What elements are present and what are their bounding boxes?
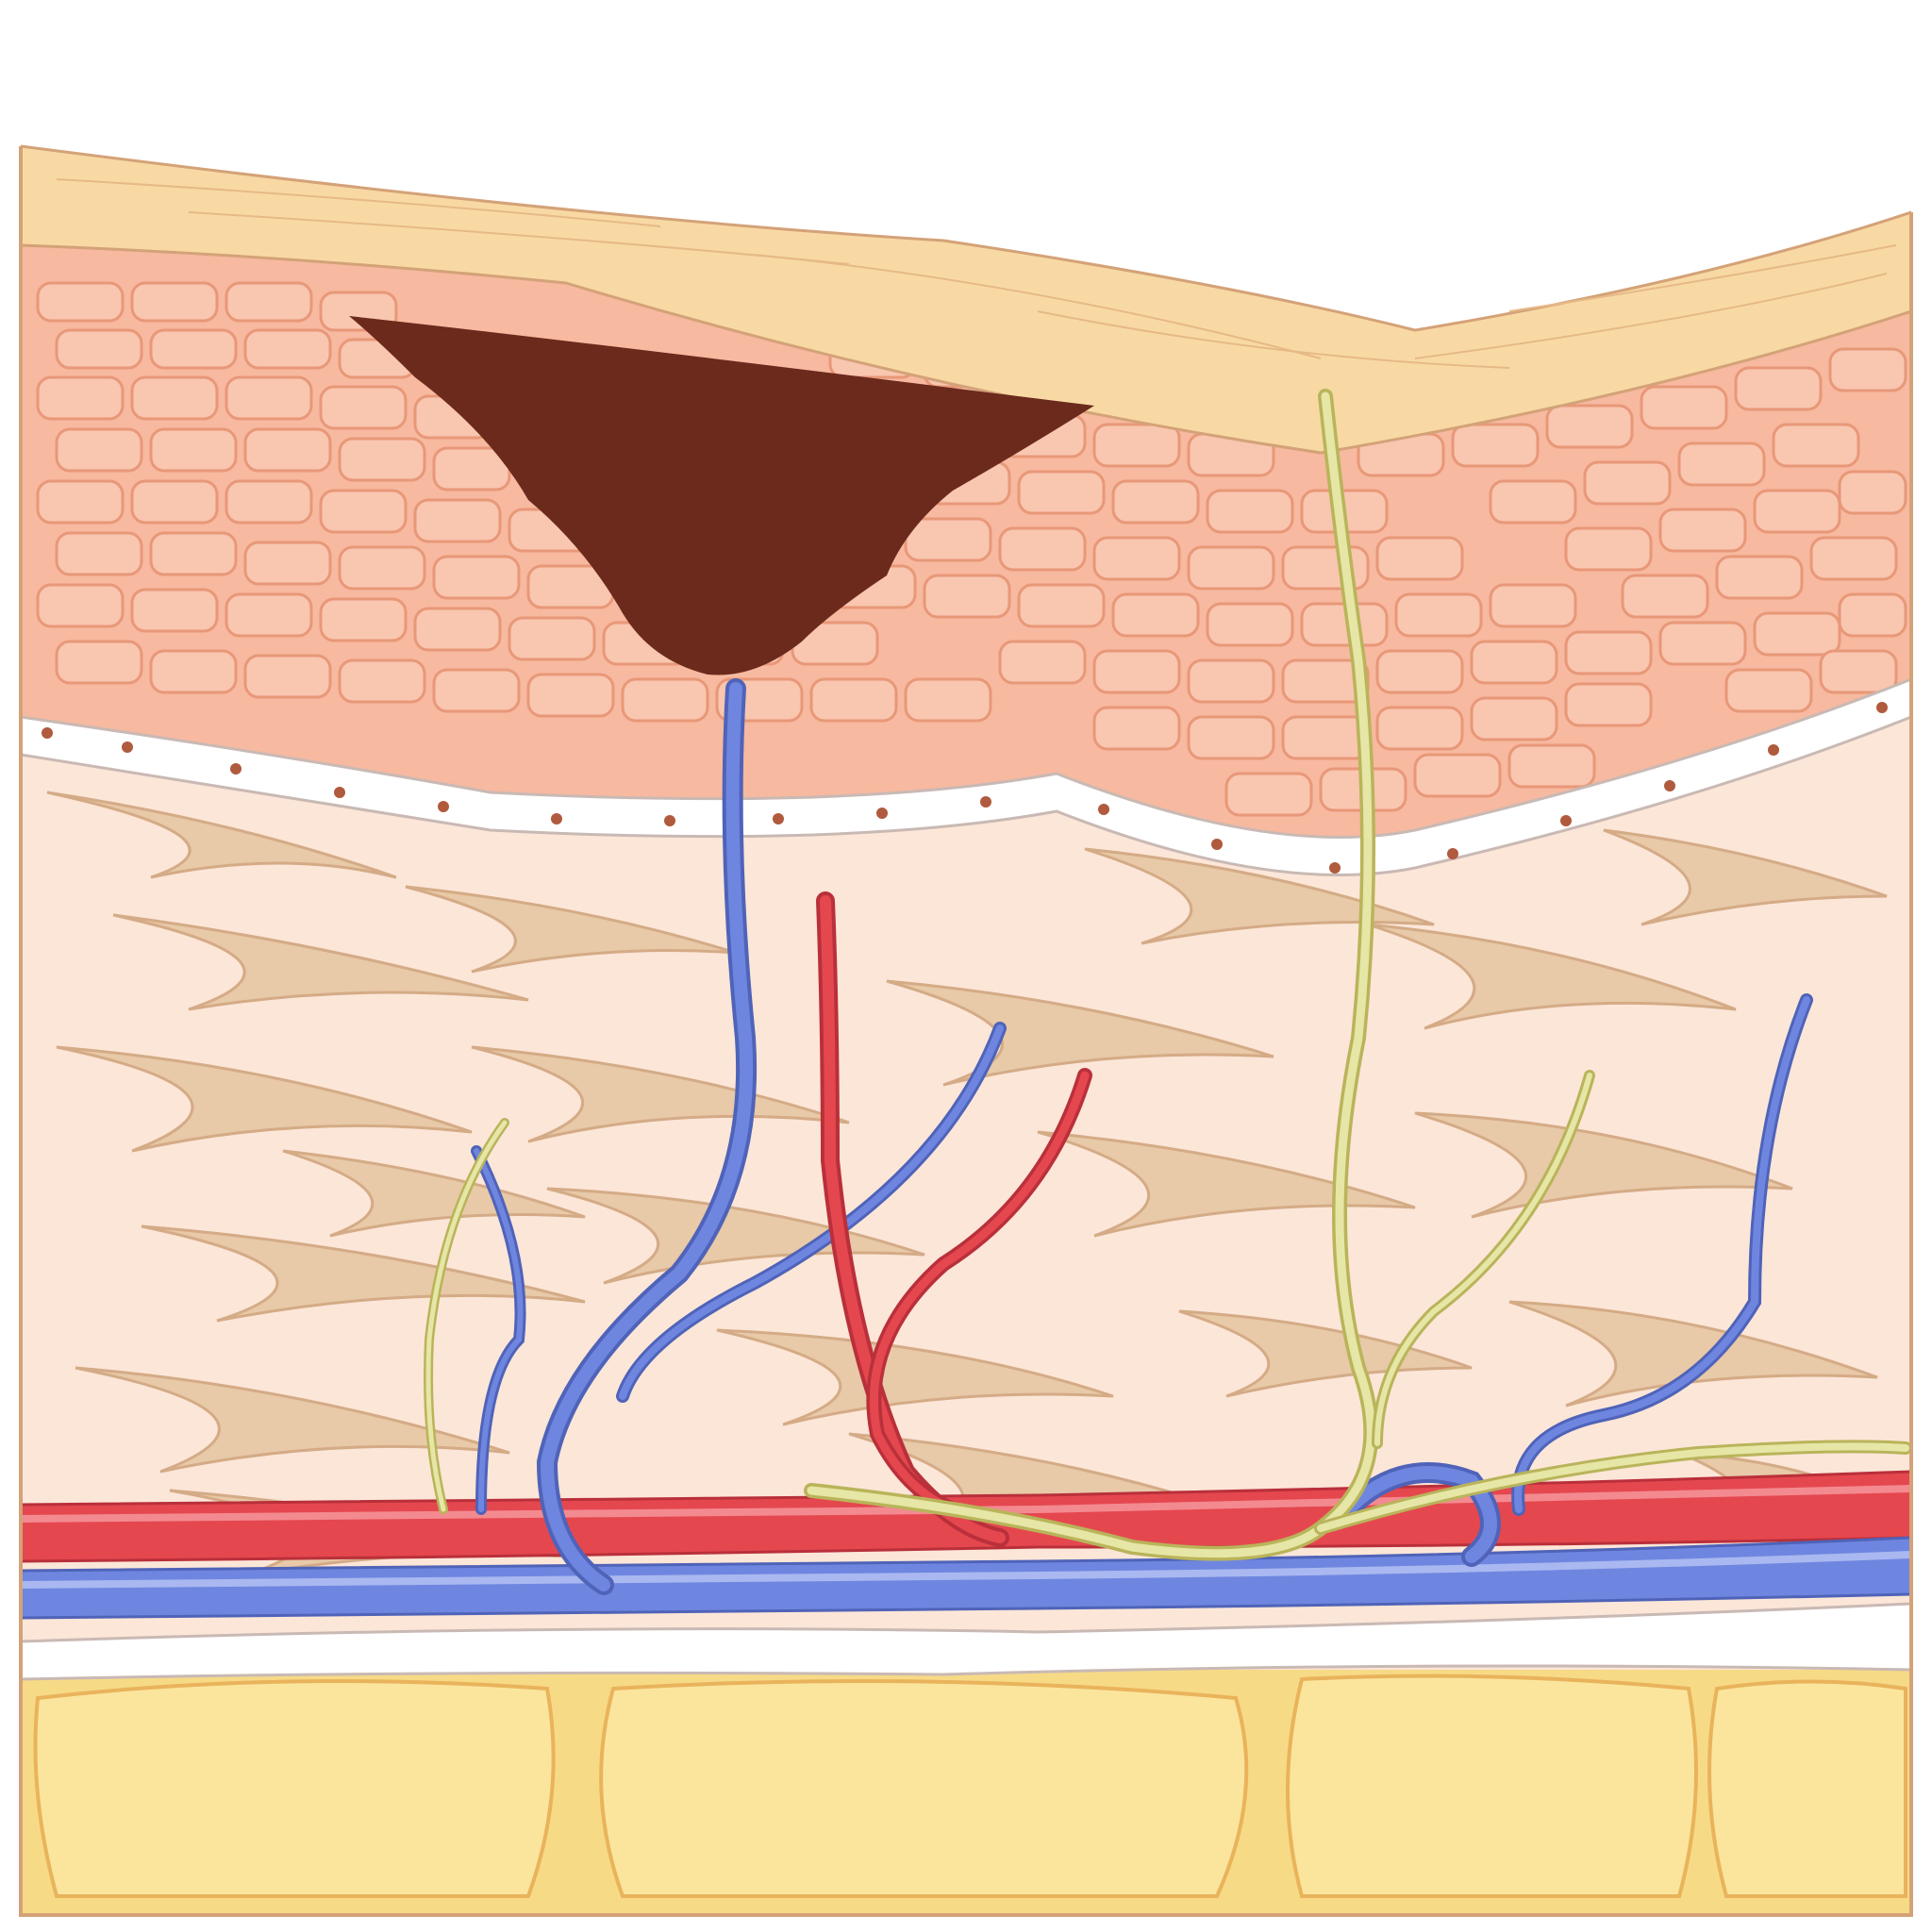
- fat-cells: [33, 1674, 1907, 1898]
- vein-loop: [1333, 1466, 1497, 1563]
- fat-cell: [1707, 1679, 1907, 1898]
- nerve-fiber: [425, 1120, 508, 1512]
- main-vein-highlight: [21, 1551, 1911, 1589]
- vein-branch: [474, 1148, 524, 1512]
- fat-cell: [33, 1679, 556, 1898]
- basal-layer: [21, 677, 1911, 876]
- diagram-frame: [19, 146, 1913, 1917]
- nerve-fiber: [1374, 1073, 1592, 1446]
- vein-branch: [1514, 996, 1810, 1513]
- nerve-fiber: [807, 391, 1375, 1558]
- basal-nuclei: [42, 702, 1888, 874]
- nerves: [424, 389, 1911, 1561]
- stratum-corneum-lines: [56, 178, 1897, 369]
- main-artery-highlight: [21, 1485, 1911, 1523]
- fat-cell: [1286, 1674, 1698, 1898]
- pigmented-lesion: [349, 316, 1094, 675]
- vein-branch: [540, 682, 754, 1591]
- vein-branch: [619, 1024, 1004, 1400]
- vein-branches: [471, 678, 1813, 1595]
- artery-branch: [869, 1071, 1090, 1514]
- fat-cell: [599, 1679, 1249, 1898]
- nerve-fiber: [1317, 1442, 1909, 1532]
